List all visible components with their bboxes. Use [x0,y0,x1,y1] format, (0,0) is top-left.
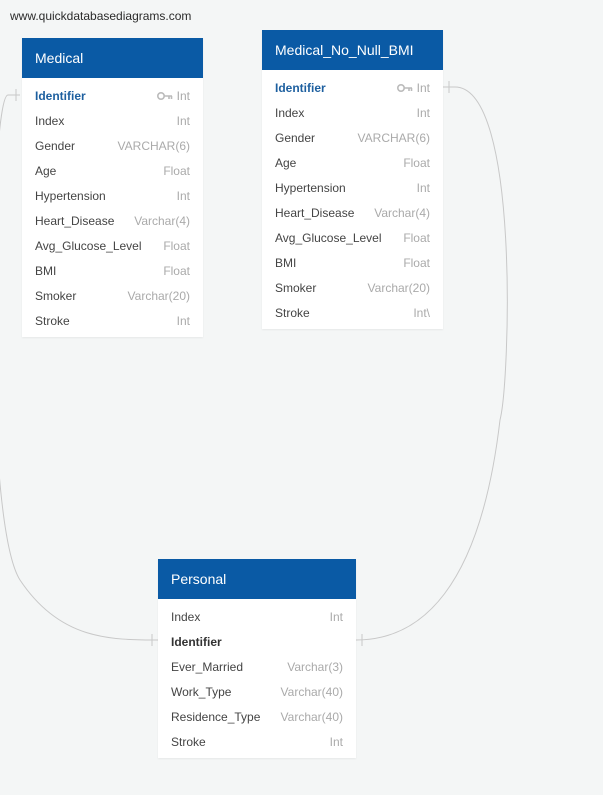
field-row-index[interactable]: Index Int [22,108,203,133]
field-name: Hypertension [35,188,106,203]
field-type: Int [416,105,430,120]
field-name: Hypertension [275,180,346,195]
field-type: Varchar(4) [374,205,430,220]
field-type: Varchar(40) [280,684,343,699]
field-row-bmi[interactable]: BMI Float [262,250,443,275]
field-name: Smoker [35,288,77,303]
field-name: Age [35,163,57,178]
field-name: Heart_Disease [275,205,355,220]
field-row-stroke[interactable]: Stroke Int\ [262,300,443,325]
field-name: Heart_Disease [35,213,115,228]
field-row-heart-disease[interactable]: Heart_Disease Varchar(4) [262,200,443,225]
field-name: Index [275,105,305,120]
field-type: Int [176,113,190,128]
field-row-avg-glucose-level[interactable]: Avg_Glucose_Level Float [22,233,203,258]
field-type: Int [176,188,190,203]
watermark: www.quickdatabasediagrams.com [10,9,192,23]
field-name: Smoker [275,280,317,295]
field-name: Avg_Glucose_Level [275,230,382,245]
field-type: Float [163,263,190,278]
field-name: Gender [275,130,316,145]
field-type: Varchar(40) [280,709,343,724]
field-type: Int [416,180,430,195]
field-name: Work_Type [171,684,232,699]
field-row-gender[interactable]: Gender VARCHAR(6) [262,125,443,150]
field-type: Float [403,255,430,270]
field-row-stroke[interactable]: Stroke Int [22,308,203,333]
field-type: Float [403,230,430,245]
table-title[interactable]: Medical_No_Null_BMI [262,30,443,70]
table-title[interactable]: Personal [158,559,356,599]
field-type: Int [329,734,343,749]
field-name: Age [275,155,297,170]
field-row-bmi[interactable]: BMI Float [22,258,203,283]
field-type: Int [329,609,343,624]
field-type: Varchar(3) [287,659,343,674]
field-type: Int\ [413,305,430,320]
field-name: Avg_Glucose_Level [35,238,142,253]
field-type: VARCHAR(6) [117,138,190,153]
field-type: Varchar(20) [367,280,430,295]
field-row-residence-type[interactable]: Residence_Type Varchar(40) [158,704,356,729]
link-medical-personal[interactable] [0,94,161,641]
field-row-ever-married[interactable]: Ever_Married Varchar(3) [158,654,356,679]
field-row-work-type[interactable]: Work_Type Varchar(40) [158,679,356,704]
field-row-smoker[interactable]: Smoker Varchar(20) [262,275,443,300]
key-icon [156,91,172,100]
field-row-identifier[interactable]: Identifier [158,629,356,654]
field-row-age[interactable]: Age Float [262,150,443,175]
field-type: Int [396,80,430,95]
field-name: Index [171,609,201,624]
field-type: VARCHAR(6) [357,130,430,145]
field-row-index[interactable]: Index Int [158,604,356,629]
field-name: Identifier [171,634,222,649]
field-row-age[interactable]: Age Float [22,158,203,183]
field-name: Index [35,113,65,128]
field-row-heart-disease[interactable]: Heart_Disease Varchar(4) [22,208,203,233]
field-type: Int [156,88,190,103]
field-row-smoker[interactable]: Smoker Varchar(20) [22,283,203,308]
key-icon [396,83,412,92]
field-row-gender[interactable]: Gender VARCHAR(6) [22,133,203,158]
field-type: Float [163,238,190,253]
field-type: Varchar(4) [134,213,190,228]
field-row-identifier[interactable]: Identifier Int [22,83,203,108]
table-title[interactable]: Medical [22,38,203,78]
field-name: Stroke [35,313,70,328]
field-type-label: Int [416,80,430,95]
field-row-identifier[interactable]: Identifier Int [262,75,443,100]
field-type-label: Int [176,88,190,103]
field-name: Identifier [275,80,326,95]
field-name: Residence_Type [171,709,261,724]
field-row-hypertension[interactable]: Hypertension Int [262,175,443,200]
field-type: Float [403,155,430,170]
field-row-hypertension[interactable]: Hypertension Int [22,183,203,208]
field-row-index[interactable]: Index Int [262,100,443,125]
field-type: Varchar(20) [127,288,190,303]
field-row-stroke[interactable]: Stroke Int [158,729,356,754]
field-name: BMI [35,263,57,278]
field-name: BMI [275,255,297,270]
table-medical-no-null-bmi[interactable]: Medical_No_Null_BMI Identifier Int Index… [262,30,443,329]
field-name: Ever_Married [171,659,244,674]
field-type: Int [176,313,190,328]
link-nonull-personal[interactable] [355,86,508,641]
field-name: Stroke [171,734,206,749]
field-name: Identifier [35,88,86,103]
field-name: Gender [35,138,76,153]
field-type: Float [163,163,190,178]
field-row-avg-glucose-level[interactable]: Avg_Glucose_Level Float [262,225,443,250]
field-name: Stroke [275,305,310,320]
